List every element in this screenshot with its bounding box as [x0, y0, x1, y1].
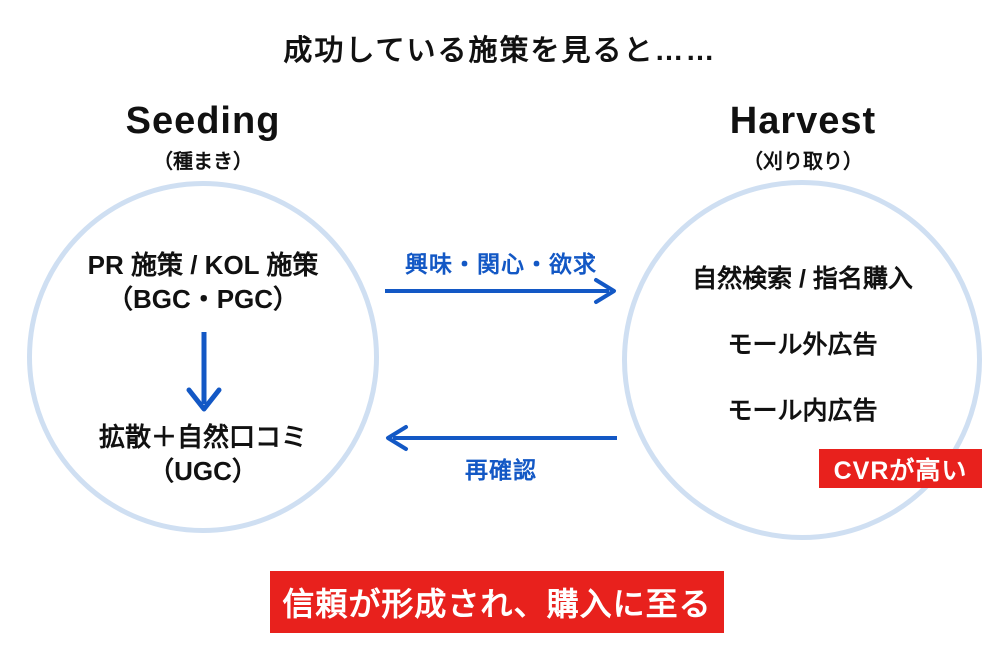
harvest-item-inmall-ads: モール内広告 [727, 397, 878, 425]
footer-banner: 信頼が形成され、購入に至る [270, 571, 724, 633]
seeding-subheading: （種まき） [153, 151, 253, 173]
diagram-title: 成功している施策を見ると…… [283, 35, 717, 67]
backward-flow-label: 再確認 [465, 457, 537, 483]
seeding-top-item-line1: PR 施策 / KOL 施策 [87, 250, 319, 280]
seeding-heading: Seeding [125, 100, 281, 142]
cvr-badge: CVRが高い [819, 449, 982, 488]
forward-flow-label: 興味・関心・欲求 [405, 251, 597, 277]
seeding-bottom-item-line1: 拡散＋自然口コミ [98, 422, 307, 452]
seeding-bottom-item-line2: （UGC） [148, 456, 258, 486]
seeding-top-item: PR 施策 / KOL 施策 （BGC・PGC） [43, 248, 363, 316]
seeding-bottom-item: 拡散＋自然口コミ （UGC） [43, 420, 363, 488]
left-arrow-icon [386, 425, 617, 451]
seeding-heading-block: Seeding （種まき） [28, 100, 378, 174]
harvest-heading: Harvest [729, 100, 877, 142]
seeding-top-item-line2: （BGC・PGC） [106, 284, 300, 314]
harvest-heading-block: Harvest （刈り取り） [628, 100, 978, 174]
harvest-item-offmall-ads: モール外広告 [727, 331, 878, 359]
down-arrow-icon [186, 332, 222, 412]
right-arrow-icon [385, 278, 616, 304]
harvest-item-organic-search: 自然検索 / 指名購入 [692, 265, 913, 293]
harvest-subheading: （刈り取り） [743, 151, 863, 173]
